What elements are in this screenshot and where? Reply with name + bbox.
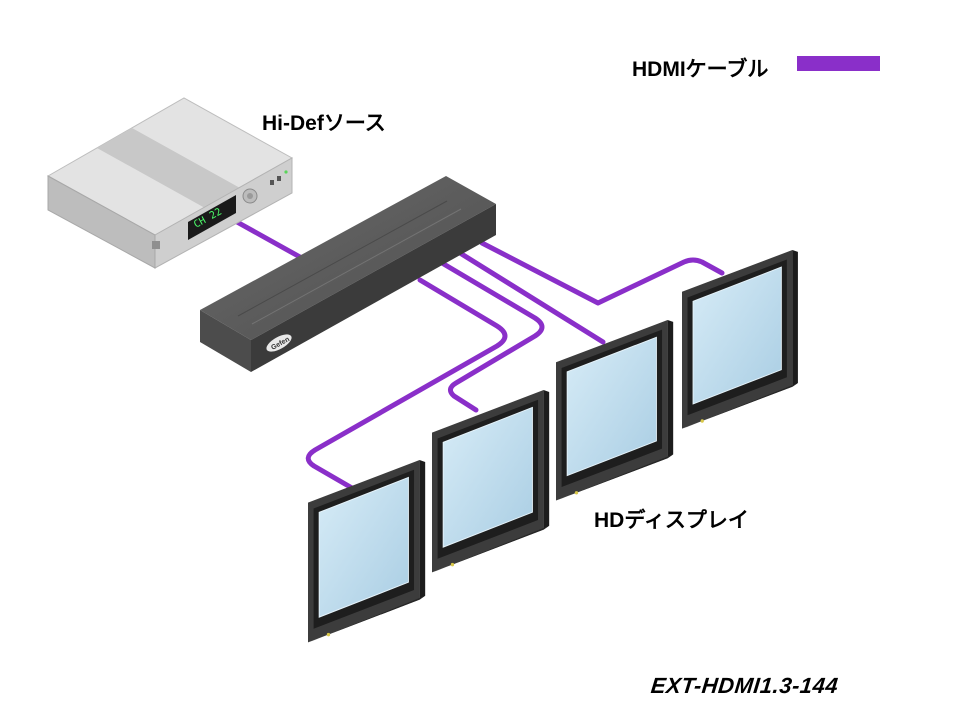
hdmi-extender-unit: Gefen [200,176,496,372]
source-button [270,180,274,185]
hd-display-4 [681,249,799,430]
hd-display-3 [555,319,674,501]
source-label: Hi-Defソース [262,112,386,135]
legend-label: HDMIケーブル [632,58,769,81]
source-display-panel [188,195,236,240]
model-label: EXT-HDMI1.3-144 [649,673,840,698]
hd-display-2 [431,389,550,573]
legend-swatch [797,56,880,71]
displays-label: HDディスプレイ [594,509,749,532]
cable-source-to-extender [234,219,303,260]
hd-display-1 [307,459,426,643]
gefen-logo [266,334,292,352]
hdmi-cables [234,219,725,491]
cable-to-display-1 [305,277,508,491]
cable-to-display-3 [457,250,606,345]
hi-def-source-device: CH 22 [46,97,294,269]
cable-to-display-2 [439,260,545,413]
cable-to-display-4 [479,240,725,306]
